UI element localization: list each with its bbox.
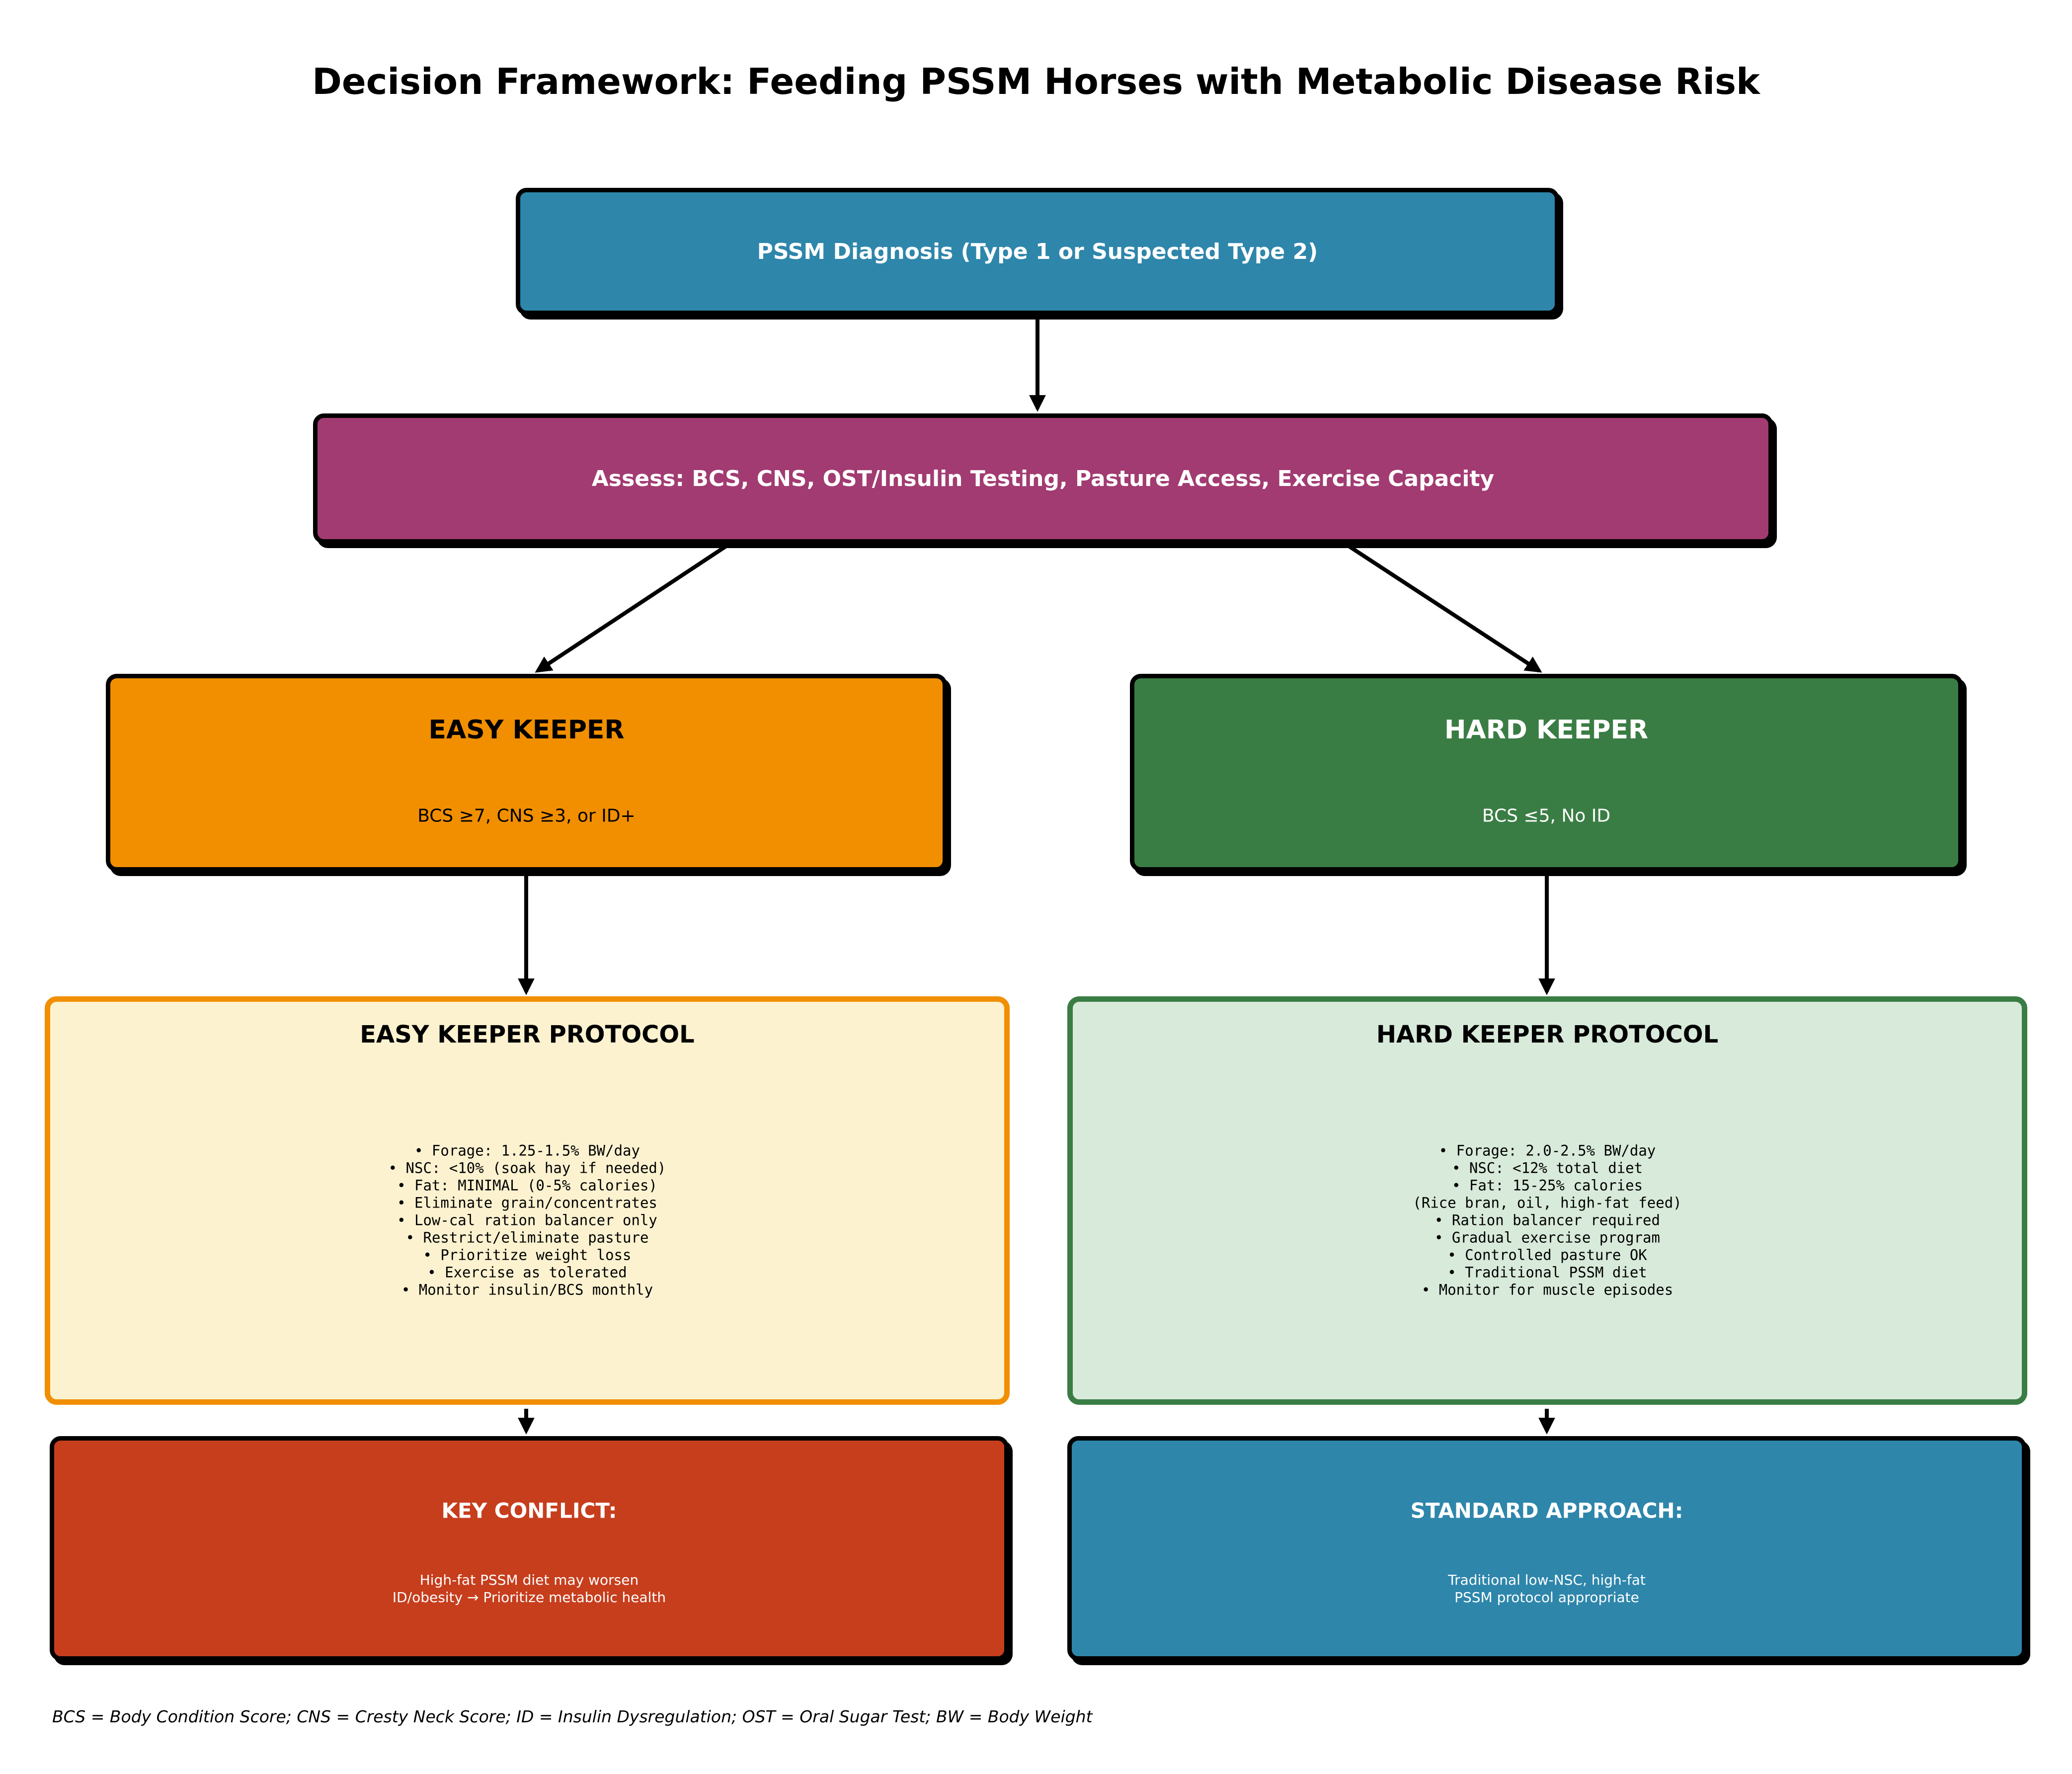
hard-protocol-title: HARD KEEPER PROTOCOL: [1376, 1020, 1719, 1048]
footnote: BCS = Body Condition Score; CNS = Cresty…: [52, 1707, 1093, 1726]
list-line: • Fat: 15-25% calories: [1451, 1177, 1643, 1194]
node-assess: Assess: BCS, CNS, OST/Insulin Testing, P…: [313, 413, 1773, 544]
list-line: • Ration balancer required: [1434, 1211, 1660, 1229]
arrow-assess-to-hard-keeper: [1348, 545, 1542, 673]
node-pssm-diagnosis: PSSM Diagnosis (Type 1 or Suspected Type…: [516, 188, 1559, 315]
list-line: • Monitor insulin/BCS monthly: [401, 1281, 653, 1298]
list-line: • NSC: <10% (soak hay if needed): [388, 1159, 666, 1177]
list-line: Traditional low-NSC, high-fat: [1448, 1571, 1646, 1588]
easy-keeper-title: EASY KEEPER: [428, 715, 625, 745]
list-line: ID/obesity → Prioritize metabolic health: [392, 1589, 666, 1606]
list-line: • Forage: 2.0-2.5% BW/day: [1438, 1142, 1656, 1159]
hard-protocol-bullet-list: • Forage: 2.0-2.5% BW/day• NSC: <12% tot…: [1073, 1142, 2022, 1299]
node-standard-approach: STANDARD APPROACH: Traditional low-NSC, …: [1067, 1436, 2026, 1661]
list-line: • Exercise as tolerated: [427, 1264, 627, 1281]
hard-keeper-subtitle: BCS ≤5, No ID: [1482, 806, 1611, 826]
list-line: (Rice bran, oil, high-fat feed): [1413, 1194, 1682, 1211]
node-hard-keeper-protocol: HARD KEEPER PROTOCOL • Forage: 2.0-2.5% …: [1067, 996, 2027, 1405]
list-line: • Forage: 1.25-1.5% BW/day: [414, 1142, 640, 1159]
list-line: • Low-cal ration balancer only: [397, 1211, 657, 1229]
list-line: • NSC: <12% total diet: [1451, 1159, 1643, 1177]
list-line: High-fat PSSM diet may worsen: [419, 1571, 639, 1588]
key-conflict-title: KEY CONFLICT:: [441, 1498, 617, 1523]
easy-protocol-title: EASY KEEPER PROTOCOL: [360, 1020, 695, 1048]
easy-keeper-subtitle: BCS ≥7, CNS ≥3, or ID+: [417, 806, 636, 826]
list-line: • Traditional PSSM diet: [1447, 1264, 1647, 1281]
hard-keeper-title: HARD KEEPER: [1444, 715, 1649, 745]
standard-approach-title: STANDARD APPROACH:: [1410, 1498, 1683, 1523]
node-easy-keeper: EASY KEEPER BCS ≥7, CNS ≥3, or ID+: [106, 674, 947, 872]
list-line: • Prioritize weight loss: [423, 1246, 632, 1264]
node-pssm-diagnosis-label: PSSM Diagnosis (Type 1 or Suspected Type…: [757, 239, 1318, 264]
node-key-conflict: KEY CONFLICT: High-fat PSSM diet may wor…: [50, 1436, 1009, 1661]
list-line: PSSM protocol appropriate: [1454, 1589, 1639, 1606]
list-line: • Controlled pasture OK: [1447, 1246, 1647, 1264]
page-title: Decision Framework: Feeding PSSM Horses …: [312, 61, 1760, 102]
node-easy-keeper-protocol: EASY KEEPER PROTOCOL • Forage: 1.25-1.5%…: [45, 996, 1010, 1405]
node-assess-label: Assess: BCS, CNS, OST/Insulin Testing, P…: [591, 466, 1495, 491]
easy-protocol-bullet-list: • Forage: 1.25-1.5% BW/day• NSC: <10% (s…: [50, 1142, 1004, 1299]
list-line: • Monitor for muscle episodes: [1421, 1281, 1674, 1298]
list-line: • Eliminate grain/concentrates: [397, 1194, 657, 1211]
node-hard-keeper: HARD KEEPER BCS ≤5, No ID: [1130, 674, 1963, 872]
arrow-assess-to-easy-keeper: [535, 545, 727, 673]
list-line: • Restrict/eliminate pasture: [405, 1229, 649, 1246]
list-line: • Gradual exercise program: [1434, 1229, 1660, 1246]
list-line: • Fat: MINIMAL (0-5% calories): [397, 1177, 657, 1194]
